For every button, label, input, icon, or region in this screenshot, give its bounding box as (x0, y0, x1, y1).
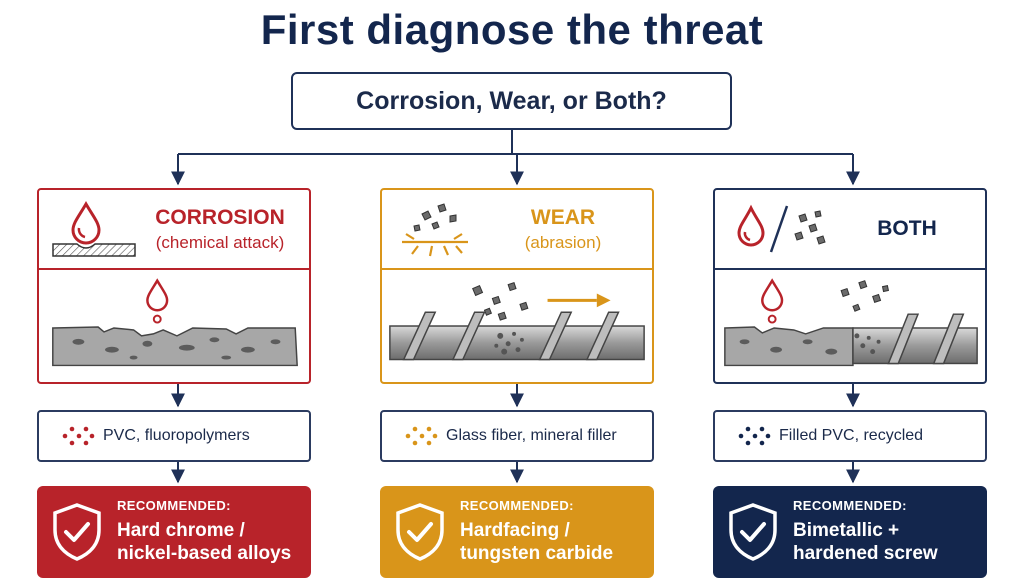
recommendation-text: Hard chrome / nickel-based alloys (117, 520, 292, 564)
pitted-metal-illustration (52, 278, 298, 367)
droplet-surface-icon (52, 201, 136, 257)
shield-check-icon (729, 503, 777, 561)
recommended-label: RECOMMENDED: (793, 498, 907, 513)
corrosion-card: CORROSION (chemical attack) (37, 188, 311, 384)
navy-dots-icon (738, 426, 771, 446)
wear-recommendation: RECOMMENDED: Hardfacing / tungsten carbi… (380, 486, 654, 578)
red-dots-icon (62, 426, 95, 446)
both-title: BOTH (877, 217, 937, 240)
both-materials: Filled PVC, recycled (713, 410, 987, 462)
shield-check-icon (53, 503, 101, 561)
wear-title: WEAR (530, 205, 596, 229)
droplet-and-particles-icon (737, 204, 826, 253)
corrosion-materials-text: PVC, fluoropolymers (103, 427, 250, 444)
wear-subtitle: (abrasion) (524, 232, 602, 252)
wear-materials: Glass fiber, mineral filler (380, 410, 654, 462)
corrosion-materials: PVC, fluoropolymers (37, 410, 311, 462)
page-title: First diagnose the threat (260, 6, 764, 53)
recommended-label: RECOMMENDED: (117, 498, 231, 513)
corrosion-card-header: CORROSION (chemical attack) (39, 190, 309, 270)
gold-dots-icon (405, 426, 438, 446)
both-materials-text: Filled PVC, recycled (779, 427, 924, 444)
recommendation-text: Hardfacing / tungsten carbide (460, 520, 614, 564)
abrasion-particles-icon (402, 203, 468, 257)
question-text: Corrosion, Wear, or Both? (356, 86, 667, 115)
corroded-worn-screw-illustration (724, 278, 978, 367)
corrosion-subtitle: (chemical attack) (155, 232, 285, 252)
wear-materials-text: Glass fiber, mineral filler (446, 427, 617, 444)
wear-card-header: WEAR (abrasion) (382, 190, 652, 270)
both-card-header: BOTH (715, 190, 985, 270)
worn-screw-illustration (389, 282, 645, 361)
both-card: BOTH (713, 188, 987, 384)
corrosion-recommendation: RECOMMENDED: Hard chrome / nickel-based … (37, 486, 311, 578)
both-recommendation: RECOMMENDED: Bimetallic + hardened screw (713, 486, 987, 578)
question-box: Corrosion, Wear, or Both? (291, 72, 732, 130)
recommended-label: RECOMMENDED: (460, 498, 574, 513)
wear-card: WEAR (abrasion) (380, 188, 654, 384)
corrosion-title: CORROSION (155, 205, 285, 229)
recommendation-text: Bimetallic + hardened screw (793, 520, 938, 564)
shield-check-icon (396, 503, 444, 561)
